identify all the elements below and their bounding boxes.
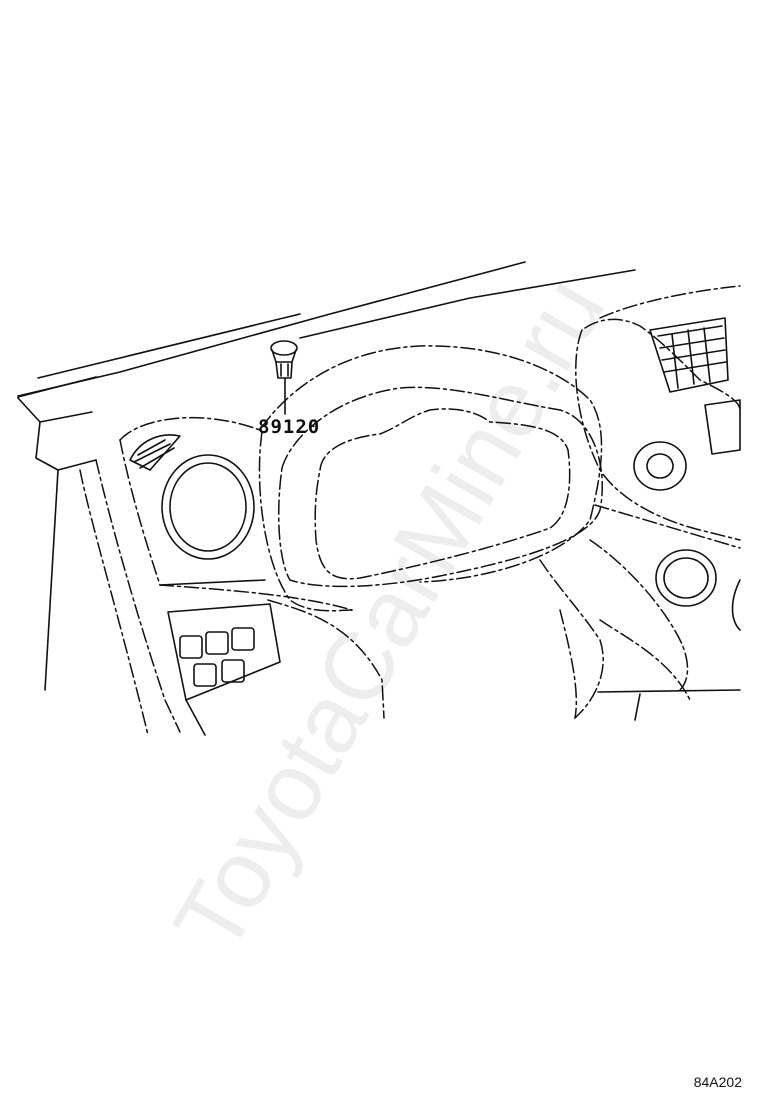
left-switch-panel: [159, 579, 385, 736]
right-knobs: [633, 441, 741, 631]
right-grille-vent: [649, 317, 741, 455]
dashboard-top-edge: [17, 261, 636, 398]
right-console: [575, 285, 741, 549]
left-end-panel: [17, 397, 181, 736]
part-number-label: 89120: [258, 416, 321, 438]
left-round-vent: [129, 434, 255, 560]
instrument-hood: [119, 345, 603, 612]
lower-console: [539, 539, 741, 721]
cluster-bezel: [277, 386, 603, 588]
clip-part-89120: [270, 340, 298, 415]
figure-code-label: 84A202: [693, 1074, 742, 1090]
